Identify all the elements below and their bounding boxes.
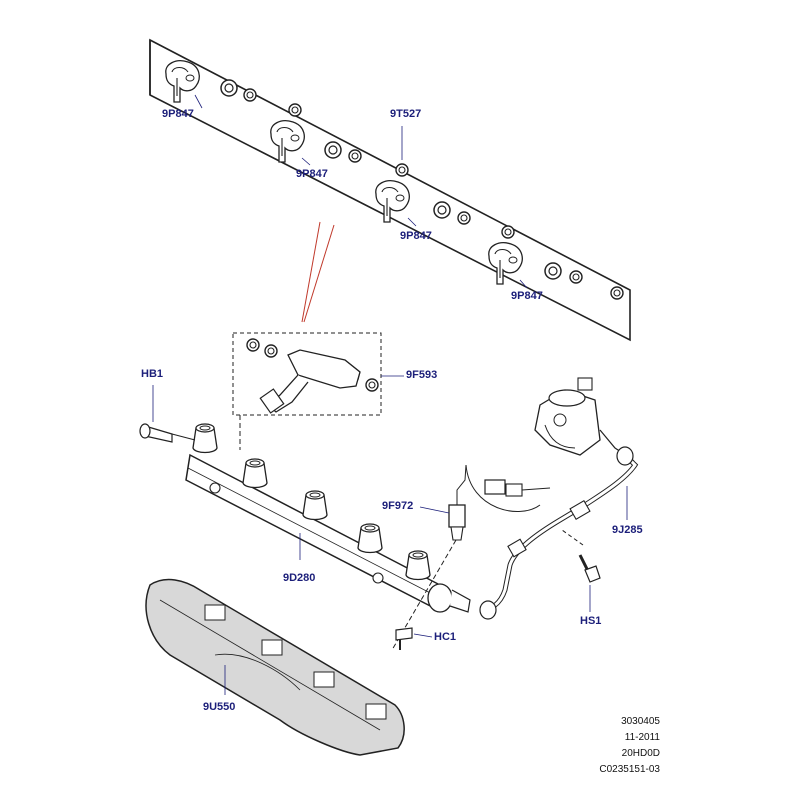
high-pressure-pump: [534, 377, 637, 466]
callout-fuel-rail: 9D280: [283, 572, 316, 584]
callout-injector: 9F593: [406, 369, 438, 381]
red-leader-lines: [301, 221, 335, 323]
fuel-rail: [185, 423, 471, 613]
callout-hb1: HB1: [141, 368, 164, 380]
injector-clip-set-4: [488, 242, 624, 300]
clip-hc1: [395, 627, 433, 650]
injector-clip-set-3: [375, 180, 515, 239]
reference-number: 3030405: [621, 716, 660, 727]
injector-clip-set-1: [165, 60, 302, 117]
stud-hs1: [561, 529, 601, 612]
high-pressure-pipe: [479, 446, 639, 620]
reference-code: 20HD0D: [621, 748, 660, 759]
callout-clip-2: 9P847: [296, 168, 328, 180]
callout-clip-4: 9P847: [511, 290, 543, 302]
engine-cover: [145, 578, 405, 756]
bolt-hb1: [139, 385, 196, 443]
seal-kit-panel: [149, 38, 631, 342]
injector-detail-box: [232, 332, 404, 450]
callout-pipe: 9J285: [612, 524, 643, 536]
callout-seal-kit: 9T527: [390, 108, 422, 120]
reference-drawing-id: C0235151-03: [599, 764, 660, 775]
callout-hc1: HC1: [434, 631, 457, 643]
callout-hs1: HS1: [580, 615, 602, 627]
injector-clip-set-2: [270, 120, 409, 177]
callout-sensor: 9F972: [382, 500, 414, 512]
callout-engine-cover: 9U550: [203, 701, 236, 713]
callout-clip-3: 9P847: [400, 230, 432, 242]
reference-date: 11-2011: [624, 732, 660, 743]
callout-clip-1: 9P847: [162, 108, 194, 120]
